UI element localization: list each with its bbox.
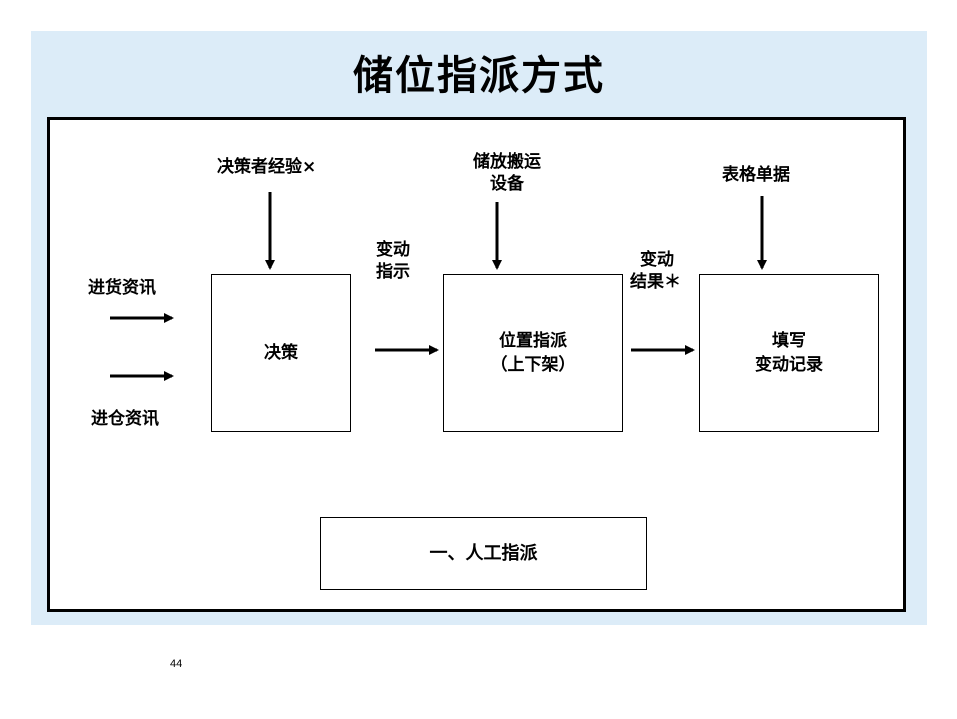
change-result-line1: 变动 <box>640 250 674 270</box>
decision-box-label: 决策 <box>264 343 298 363</box>
decision-maker-experience-label: 决策者经验× <box>217 157 317 177</box>
change-result-line2: 结果＊ <box>630 272 681 292</box>
storage-equipment-line2: 设备 <box>490 174 524 194</box>
storage-equipment-label: 储放搬运 设备 <box>462 151 552 195</box>
fill-in-label: 填写 <box>772 331 806 351</box>
change-result-label: 变动 结果＊ <box>630 249 681 293</box>
shelving-label: （上下架） <box>490 355 576 375</box>
form-documents-label: 表格单据 <box>722 165 790 185</box>
change-instruction-line2: 指示 <box>376 262 410 282</box>
caption-box: 一、人工指派 <box>320 517 647 590</box>
change-instruction-line1: 变动 <box>376 240 410 260</box>
position-assignment-box: 位置指派 （上下架） <box>443 274 623 432</box>
change-record-label: 变动记录 <box>755 355 823 375</box>
storage-equipment-line1: 储放搬运 <box>473 152 541 172</box>
warehouse-info-label: 进仓资讯 <box>91 409 159 429</box>
slide-title: 储位指派方式 <box>353 53 605 99</box>
change-record-box: 填写 变动记录 <box>699 274 879 432</box>
page-number: 44 <box>170 658 183 670</box>
change-instruction-label: 变动 指示 <box>376 239 410 283</box>
position-assignment-label: 位置指派 <box>499 331 567 351</box>
decision-box: 决策 <box>211 274 351 432</box>
caption-label: 一、人工指派 <box>429 542 538 564</box>
goods-info-label: 进货资讯 <box>88 278 156 298</box>
